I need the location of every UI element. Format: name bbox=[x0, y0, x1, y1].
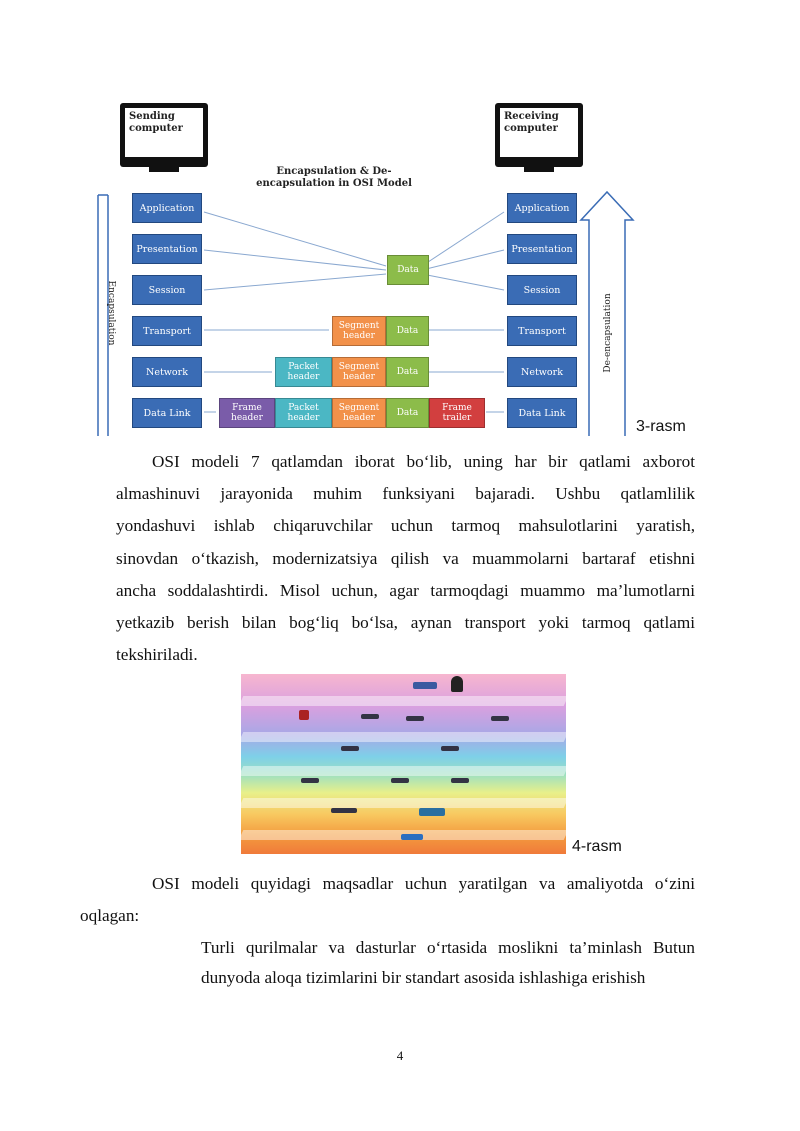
device-icon bbox=[441, 746, 459, 751]
paragraph-purposes-line-1: OSI modeli quyidagi maqsadlar uchun yara… bbox=[152, 874, 695, 893]
receiving-computer-monitor: Receiving computer bbox=[495, 103, 583, 167]
figure-title: Encapsulation & De-encapsulation in OSI … bbox=[256, 166, 412, 189]
data-block: Data bbox=[387, 255, 429, 285]
frame-header-block: Frame header bbox=[219, 398, 275, 428]
sender-layer-presentation: Presentation bbox=[132, 234, 202, 264]
sending-computer-monitor: Sending computer bbox=[120, 103, 208, 167]
paragraph-osi-layers: OSI modeli 7 qatlamdan iborat bo‘lib, un… bbox=[116, 446, 695, 671]
page-number: 4 bbox=[396, 1048, 404, 1063]
user-icon bbox=[451, 676, 463, 692]
receiver-layer-transport: Transport bbox=[507, 316, 577, 346]
receiver-layer-data-link: Data Link bbox=[507, 398, 577, 428]
packet-header-block: Packet header bbox=[275, 398, 332, 428]
device-icon bbox=[299, 710, 309, 720]
device-icon bbox=[341, 746, 359, 751]
figure-4-caption: 4-rasm bbox=[572, 838, 622, 855]
osi-layers-illustration bbox=[241, 674, 566, 854]
segment-header-block: Segment header bbox=[332, 316, 386, 346]
device-icon bbox=[451, 778, 469, 783]
device-icon bbox=[301, 778, 319, 783]
paragraph-line: tekshiriladi. bbox=[116, 645, 198, 665]
paragraph-line: ancha soddalashtirdi. Misol uchun, agar … bbox=[116, 580, 695, 600]
receiver-layer-session: Session bbox=[507, 275, 577, 305]
data-block: Data bbox=[386, 357, 429, 387]
encapsulation-figure: Sending computer Receiving computer Enca… bbox=[94, 100, 639, 436]
sender-layer-data-link: Data Link bbox=[132, 398, 202, 428]
paragraph-line: OSI modeli 7 qatlamdan iborat bo‘lib, un… bbox=[152, 452, 695, 471]
packet-header-block: Packet header bbox=[275, 357, 332, 387]
sender-layer-session: Session bbox=[132, 275, 202, 305]
paragraph-purposes-line-2: oqlagan: bbox=[80, 906, 140, 925]
device-icon bbox=[391, 778, 409, 783]
figure-arrows bbox=[97, 190, 635, 436]
device-icon bbox=[413, 682, 437, 689]
data-block: Data bbox=[386, 316, 429, 346]
list-item-line-1: Turli qurilmalar va dasturlar o‘rtasida … bbox=[201, 938, 695, 957]
paragraph-line: sinovdan o‘tkazish, modernizatsiya qilis… bbox=[116, 548, 695, 568]
list-item-line-2: dunyoda aloqa tizimlarini bir standart a… bbox=[201, 968, 646, 987]
sending-computer-label: Sending computer bbox=[125, 108, 203, 157]
monitor-stand bbox=[524, 166, 554, 172]
data-block: Data bbox=[386, 398, 429, 428]
device-icon bbox=[361, 714, 379, 719]
device-icon bbox=[406, 716, 424, 721]
paragraph-line: yetkazib berish bilan bog‘liq bo‘lsa, ay… bbox=[116, 612, 695, 632]
cable-icon bbox=[401, 834, 423, 840]
monitor-stand bbox=[149, 166, 179, 172]
sender-layer-application: Application bbox=[132, 193, 202, 223]
paragraph-line: almashinuvi jarayonida muhim funksiyani … bbox=[116, 484, 695, 504]
receiver-layer-network: Network bbox=[507, 357, 577, 387]
paragraph-line: yondashuvi ishlab chiqaruvchilar uchun t… bbox=[116, 516, 695, 536]
receiver-layer-presentation: Presentation bbox=[507, 234, 577, 264]
sender-layer-network: Network bbox=[132, 357, 202, 387]
segment-header-block: Segment header bbox=[332, 357, 386, 387]
receiving-computer-label: Receiving computer bbox=[500, 108, 578, 157]
segment-header-block: Segment header bbox=[332, 398, 386, 428]
router-icon bbox=[331, 808, 357, 813]
receiver-layer-application: Application bbox=[507, 193, 577, 223]
figure-3-caption: 3-rasm bbox=[636, 418, 686, 435]
de-encapsulation-label: De-encapsulation bbox=[603, 293, 613, 373]
device-icon bbox=[491, 716, 509, 721]
sender-layer-transport: Transport bbox=[132, 316, 202, 346]
router-icon bbox=[419, 808, 445, 816]
encapsulation-label: Encapsulation bbox=[106, 280, 116, 346]
frame-trailer-block: Frame trailer bbox=[429, 398, 485, 428]
